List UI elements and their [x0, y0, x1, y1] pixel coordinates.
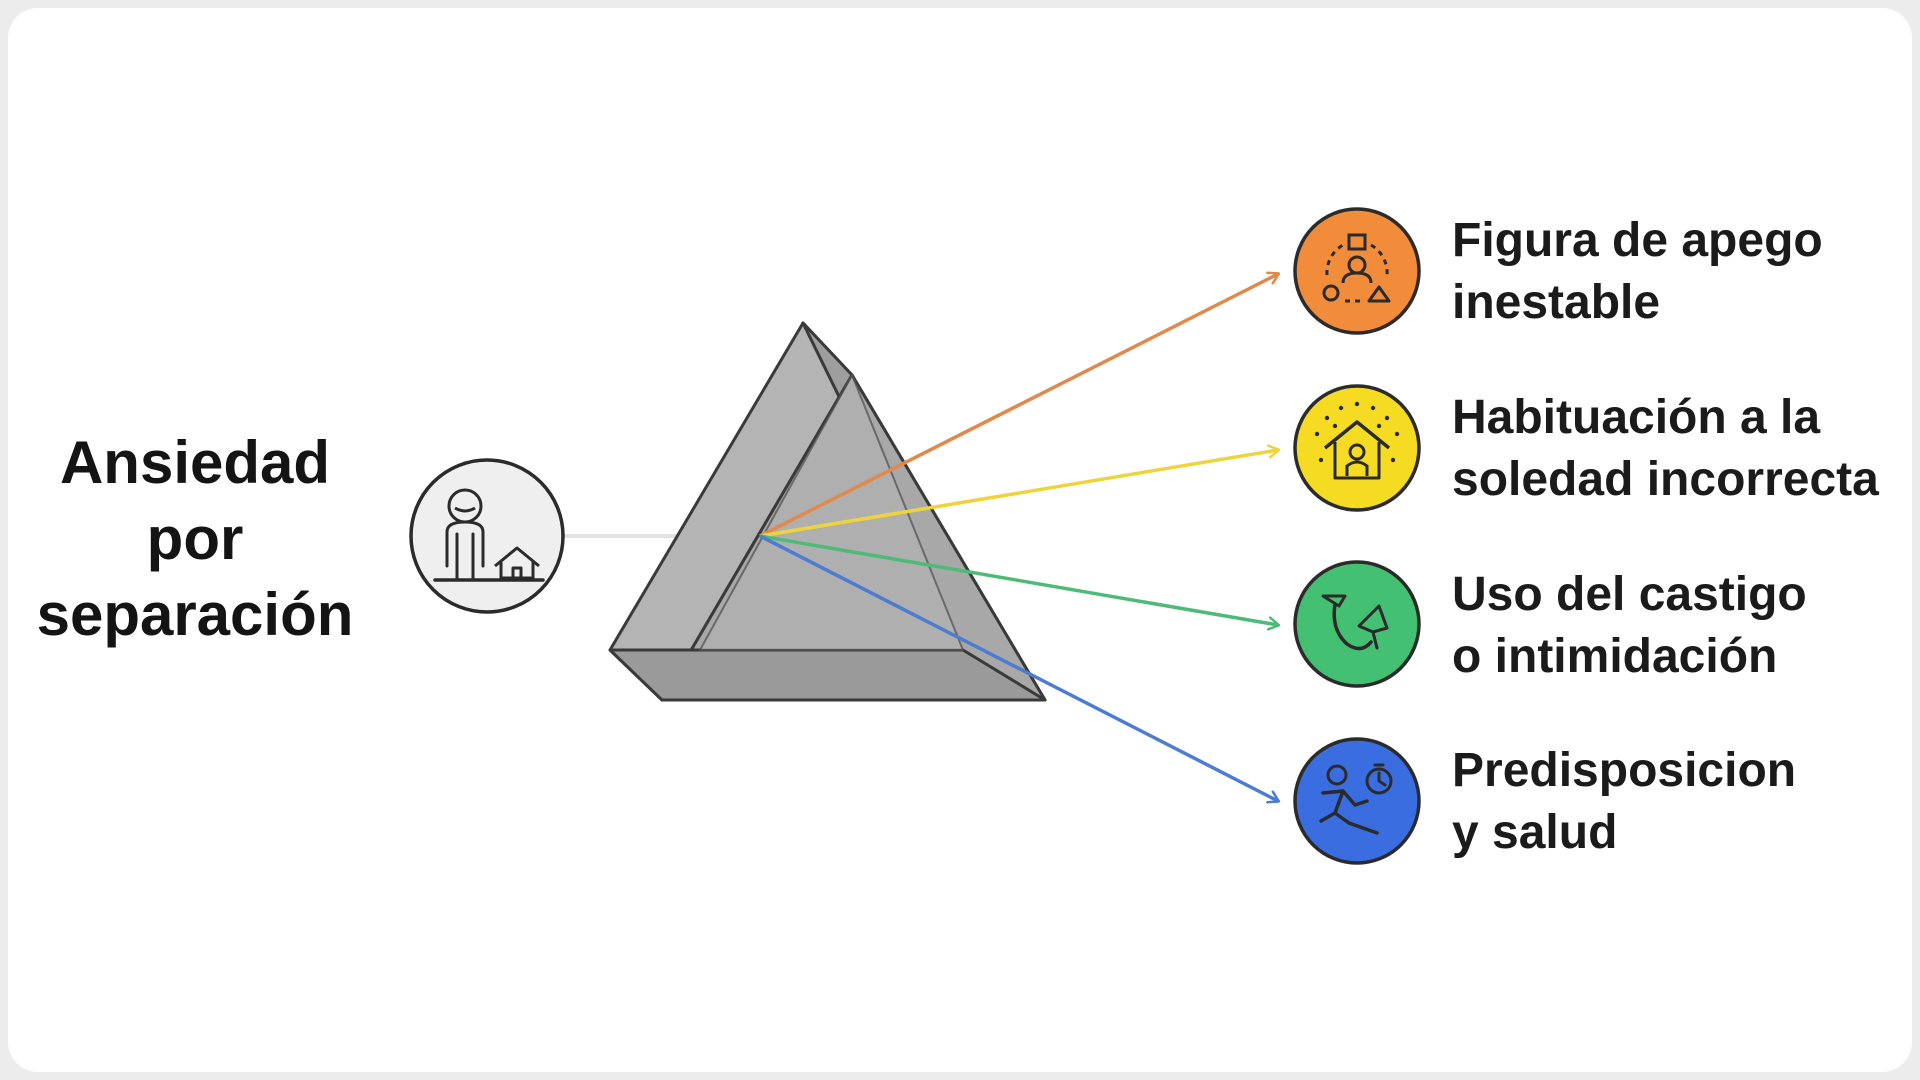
alone-home-icon — [1293, 384, 1421, 512]
person-home-icon — [409, 458, 565, 614]
factor-label-habituacion: Habituación a la soledad incorrecta — [1452, 387, 1879, 511]
ray-figura-de-apego — [759, 274, 1278, 538]
source-title: Ansiedad por separación — [20, 425, 370, 653]
factor-label-castigo: Uso del castigo o intimidación — [1452, 564, 1807, 688]
factor-label-figura-de-apego: Figura de apego inestable — [1452, 210, 1823, 334]
dispersed-rays — [759, 274, 1278, 801]
factor-label-predisposicion: Predisposicion y salud — [1452, 740, 1796, 864]
factor-label-line: o intimidación — [1452, 630, 1778, 683]
factor-label-line: Uso del castigo — [1452, 568, 1807, 621]
source-title-line-1: Ansiedad — [59, 429, 331, 496]
ray-castigo — [759, 534, 1278, 625]
ray-habituacion — [759, 450, 1278, 538]
factor-label-line: Predisposicion — [1452, 744, 1797, 797]
diagram-card — [8, 8, 1912, 1072]
factor-label-line: Figura de apego — [1452, 214, 1823, 267]
factor-label-line: soledad incorrecta — [1452, 453, 1879, 506]
factor-label-line: Habituación a la — [1452, 391, 1821, 444]
factor-label-line: inestable — [1452, 276, 1661, 329]
factor-label-line: y salud — [1452, 806, 1618, 859]
attachment-figure-icon — [1293, 207, 1421, 335]
source-title-line-3: separación — [36, 581, 354, 648]
ray-predisposicion — [759, 534, 1278, 801]
prism — [608, 321, 1047, 702]
health-running-icon — [1293, 737, 1421, 865]
punishment-icon — [1293, 560, 1421, 688]
source-title-line-2: por — [146, 505, 244, 572]
